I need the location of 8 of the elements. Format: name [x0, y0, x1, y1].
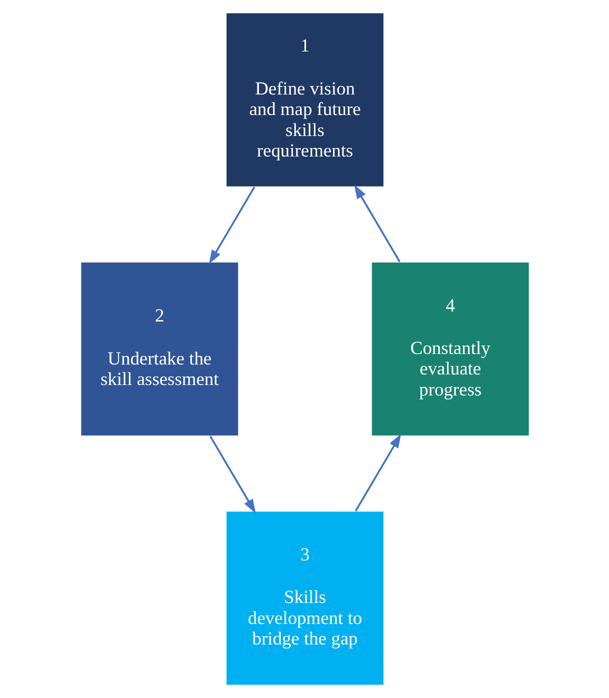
- arrow: [354, 184, 400, 262]
- node-box: 1 Define vision and map future skills requirements: [224, 12, 384, 188]
- arrow: [208, 436, 256, 514]
- node-box: 3 Skills development to bridge the gap: [224, 510, 384, 686]
- node-box: 4 Constantly evaluate progress: [370, 261, 530, 437]
- node-box: 2 Undertake the skill assessment: [80, 261, 239, 437]
- arrow: [208, 186, 255, 264]
- arrow: [354, 434, 401, 512]
